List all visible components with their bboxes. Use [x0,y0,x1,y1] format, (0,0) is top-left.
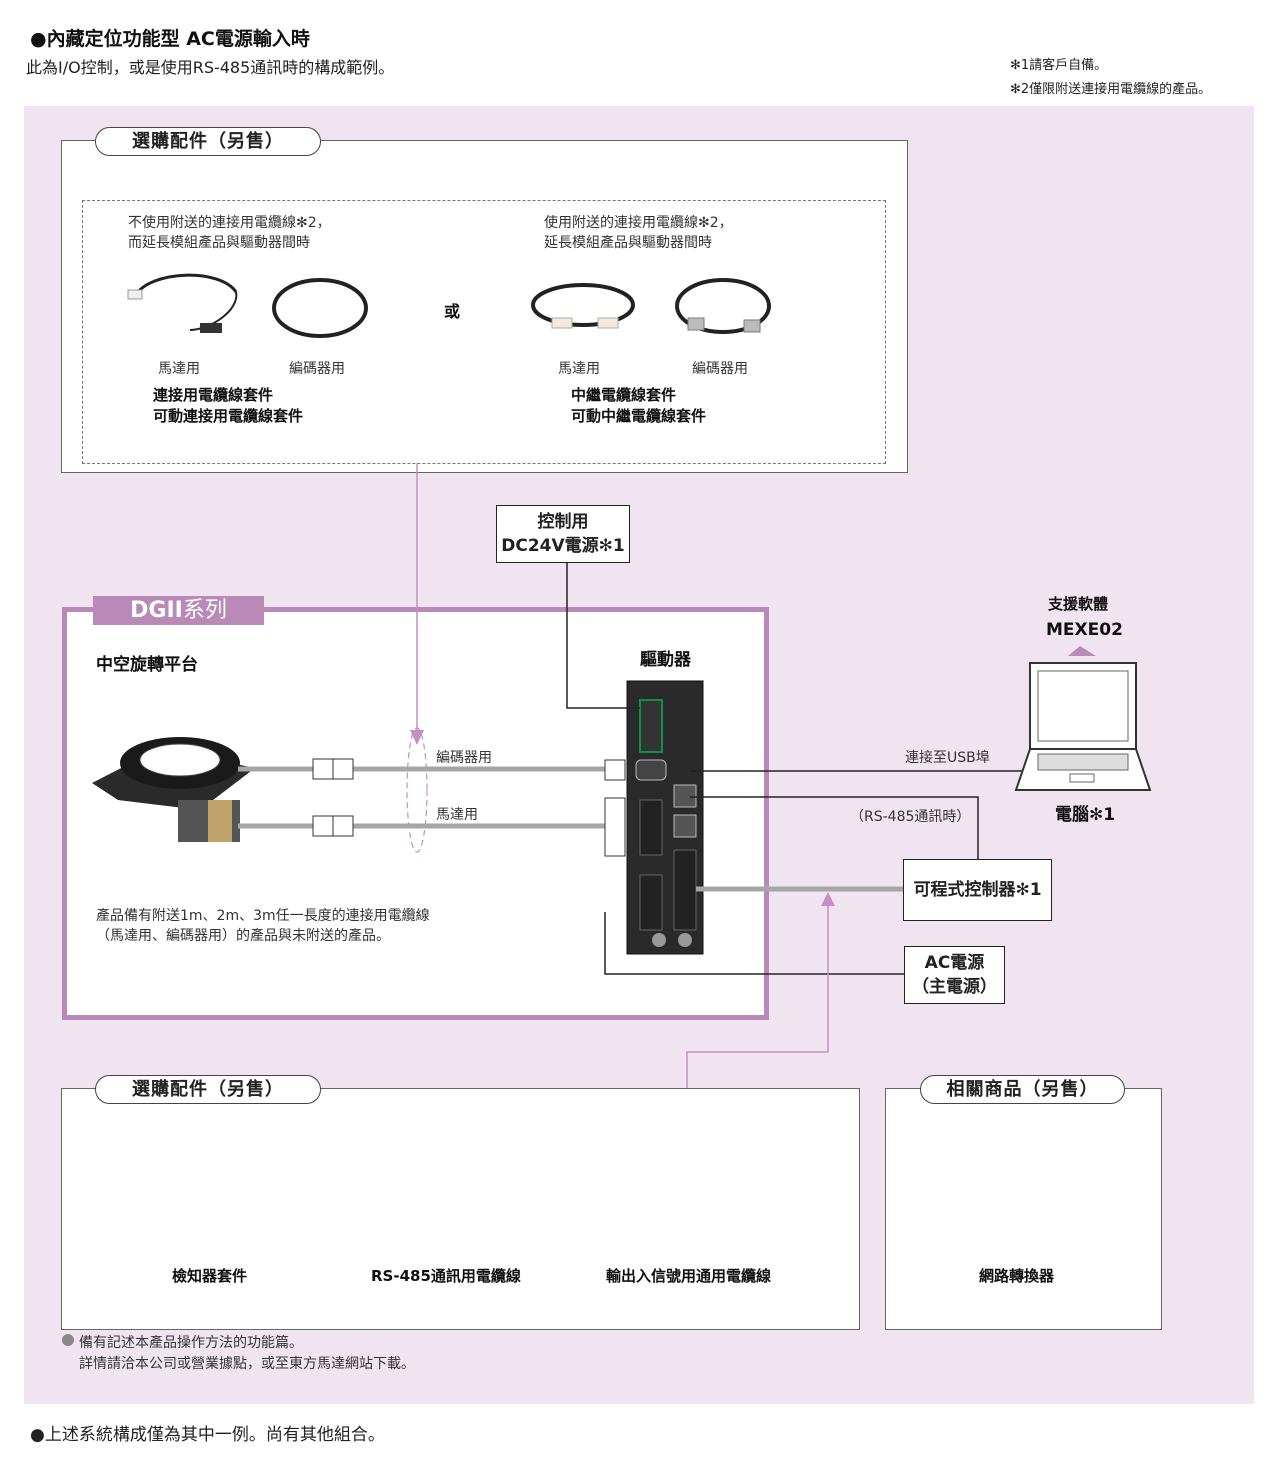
right-encoder-label: 編碼器用 [692,361,748,377]
left-desc-line2: 而延長模組產品與驅動器間時 [128,235,310,251]
motor-connector-a [312,815,334,837]
driver-encoder-connector [604,759,626,781]
dc24v-line1: 控制用 [537,512,589,532]
or-label: 或 [444,302,461,321]
dc24v-power-box: 控制用 DC24V電源✻1 [496,505,630,563]
top-accessories-dashed-area [82,200,886,464]
footnote-1: ✻1請客戶自備。 [1010,58,1108,73]
network-converter-label: 網路轉換器 [979,1267,1055,1285]
left-kit-2: 可動連接用電纜線套件 [153,407,304,425]
driver-label: 驅動器 [640,650,691,670]
encoder-cable-image-left [272,278,368,338]
rs485-label: （RS-485通訊時） [850,809,971,825]
page-subtitle: 此為I/O控制，或是使用RS-485通訊時的構成範例。 [26,58,395,77]
right-desc-line2: 延長模組產品與驅動器間時 [544,235,712,251]
dg-series-badge-rest: 系列 [182,598,227,623]
rs485-cable-label: RS-485通訊用電纜線 [371,1267,521,1285]
sensor-kit-label: 檢知器套件 [172,1267,248,1285]
motor-cable-image-right [531,283,635,329]
dc24v-line [566,562,640,709]
driver-motor-connector [604,797,626,857]
encoder-connector-b [332,758,354,780]
motor-connector-b [332,815,354,837]
encoder-connector-a [312,758,334,780]
footnote-2: ✻2僅限附送連接用電纜線的產品。 [1010,82,1212,97]
cable-note-line2: （馬達用、編碼器用）的產品與未附送的產品。 [96,928,390,944]
general-io-cable-label: 輸出入信號用通用電纜線 [606,1267,772,1285]
software-label: 支援軟體 [1048,595,1109,613]
footer-note: ●上述系統構成僅為其中一例。尚有其他組合。 [30,1425,385,1445]
dg-series-badge: DGII系列 [93,596,264,625]
motor-cable-image-left [127,273,238,333]
right-kit-1: 中繼電纜線套件 [571,386,677,404]
rs485-line [690,796,979,860]
general-cable-arrow-head [821,892,835,906]
driver-image [626,680,704,955]
left-motor-label: 馬達用 [158,361,200,377]
cable-note-line1: 產品備有附送1m、2m、3m任一長度的連接用電纜線 [96,908,430,924]
bottom-accessories-title: 選購配件（另售） [95,1075,321,1104]
left-desc-line1: 不使用附送的連接用電纜線✻2， [128,215,331,231]
bottom-accessories-panel [61,1088,860,1330]
motor-cable-label: 馬達用 [436,807,478,823]
related-products-panel [885,1088,1162,1330]
page-title: ●內藏定位功能型 AC電源輸入時 [30,28,310,50]
ac-power-line [604,912,905,975]
dc24v-line2: DC24V電源✻1 [501,536,625,556]
manual-note-bullet [62,1334,74,1346]
plc-label: 可程式控制器✻1 [913,880,1042,900]
extension-arrow-head [410,730,424,745]
plc-box: 可程式控制器✻1 [903,859,1052,921]
manual-note-line2: 詳情請洽本公司或營業據點，或至東方馬達網站下載。 [79,1356,415,1372]
pc-label: 電腦✻1 [1055,805,1116,825]
right-kit-2: 可動中繼電纜線套件 [571,407,707,425]
top-accessories-panel [61,140,908,473]
related-products-title: 相關商品（另售） [920,1075,1125,1104]
encoder-cable-image-right [675,278,771,334]
extension-point-ellipse [406,727,428,853]
laptop-image [1014,646,1152,791]
software-name: MEXE02 [1046,620,1123,640]
left-kit-1: 連接用電纜線套件 [153,386,274,404]
right-motor-label: 馬達用 [558,361,600,377]
usb-label: 連接至USB埠 [905,750,990,766]
ac-power-line1: AC電源 [924,953,985,973]
encoder-cable-label: 編碼器用 [436,750,492,766]
ac-power-box: AC電源 （主電源） [904,946,1005,1004]
rotary-table-image [92,737,255,842]
ac-power-line2: （主電源） [912,977,997,997]
dg-series-badge-bold: DGII [130,598,183,623]
manual-note-line1: 備有記述本產品操作方法的功能篇。 [79,1335,303,1351]
rotary-table-title: 中空旋轉平台 [96,655,198,675]
top-accessories-title: 選購配件（另售） [95,127,321,156]
left-encoder-label: 編碼器用 [289,361,345,377]
right-desc-line1: 使用附送的連接用電纜線✻2， [544,215,733,231]
